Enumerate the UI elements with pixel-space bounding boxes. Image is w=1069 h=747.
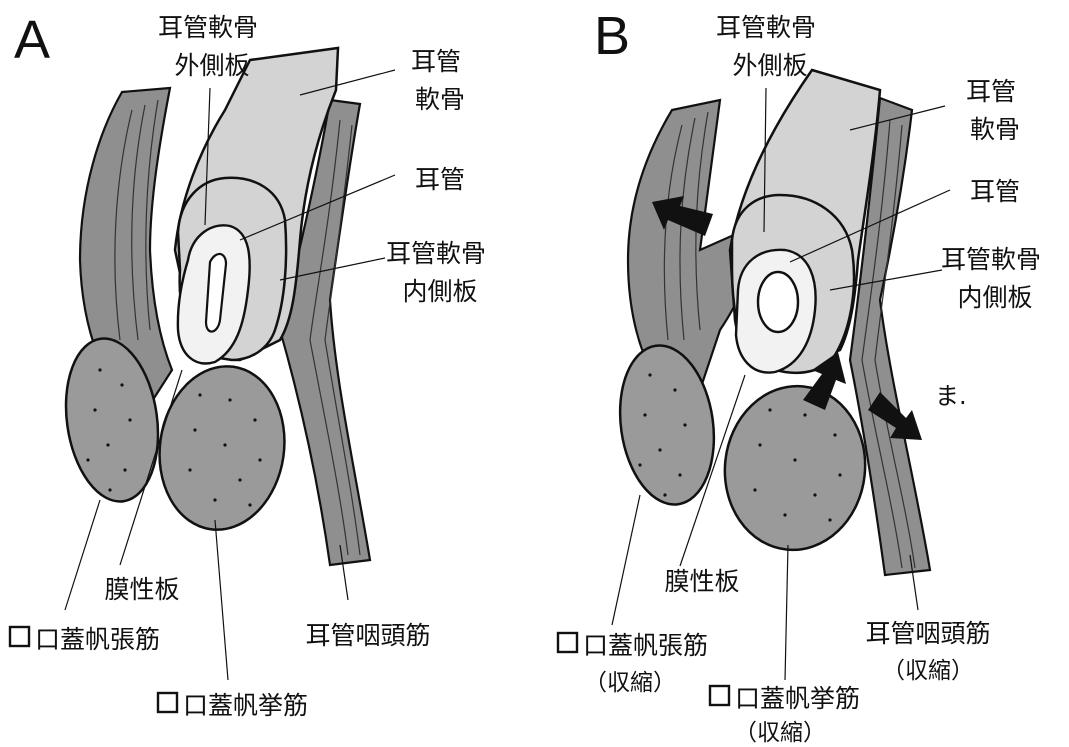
panel-a-label-salpingopharyngeus: 耳管咽頭筋 bbox=[305, 621, 430, 650]
panel-b-leader-tensor bbox=[612, 495, 640, 625]
panel-a-label-medial-lamina: 耳管軟骨 内側板 bbox=[386, 239, 494, 306]
panel-a-label-cartilage: 耳管 軟骨 bbox=[411, 47, 469, 114]
panel-b-label-lateral-lamina: 耳管軟骨 外側板 bbox=[716, 13, 824, 80]
panel-b-label-tube: 耳管 bbox=[970, 177, 1020, 206]
panel-a: A bbox=[10, 10, 494, 720]
panel-b-leader-levator bbox=[785, 545, 788, 680]
panel-a-label-levator: 口蓋帆挙筋 bbox=[158, 691, 308, 720]
panel-b-label-membranous-lamina: 膜性板 bbox=[664, 567, 739, 596]
panel-a-levator-box bbox=[158, 693, 177, 712]
panel-b-label-tensor: 口蓋帆張筋 （収縮） bbox=[558, 631, 708, 696]
svg-text:口蓋帆挙筋: 口蓋帆挙筋 bbox=[183, 691, 308, 720]
panel-b-levator-box bbox=[710, 686, 729, 705]
panel-b-levator-note: （収縮） bbox=[734, 720, 826, 746]
svg-text:口蓋帆挙筋: 口蓋帆挙筋 bbox=[735, 684, 860, 713]
panel-b-tensor-box bbox=[558, 633, 577, 652]
panel-a-leader-levator bbox=[215, 520, 228, 680]
panel-b-label-salpingo: 耳管咽頭筋 （収縮） bbox=[865, 619, 990, 684]
panel-b-label-levator: 口蓋帆挙筋 （収縮） bbox=[710, 684, 860, 746]
panel-a-label-tensor: 口蓋帆張筋 bbox=[10, 625, 160, 654]
panel-a-levator-veli-palatini bbox=[149, 358, 295, 538]
svg-text:口蓋帆張筋: 口蓋帆張筋 bbox=[583, 631, 708, 660]
panel-a-tensor-box bbox=[10, 627, 29, 646]
panel-b-label-medial-lamina: 耳管軟骨 内側板 bbox=[941, 245, 1049, 312]
svg-text:耳管咽頭筋: 耳管咽頭筋 bbox=[865, 619, 990, 648]
panel-b-tensor-note: （収縮） bbox=[584, 670, 676, 696]
panel-a-letter: A bbox=[14, 10, 50, 70]
panel-b-label-cartilage: 耳管 軟骨 bbox=[966, 77, 1024, 144]
panel-b-letter: B bbox=[594, 6, 630, 66]
panel-a-label-membranous-lamina: 膜性板 bbox=[104, 575, 179, 604]
panel-b-tube-lumen-open bbox=[758, 272, 798, 332]
panel-a-label-tube: 耳管 bbox=[415, 165, 465, 194]
panel-b-salpingo-note: （収縮） bbox=[882, 658, 974, 684]
svg-text:口蓋帆張筋: 口蓋帆張筋 bbox=[35, 625, 160, 654]
panel-b-levator-veli-palatini bbox=[717, 379, 873, 557]
panel-b-scribble: ま. bbox=[935, 382, 967, 410]
panel-a-leader-tensor bbox=[65, 500, 100, 610]
panel-b: B bbox=[558, 6, 1049, 746]
